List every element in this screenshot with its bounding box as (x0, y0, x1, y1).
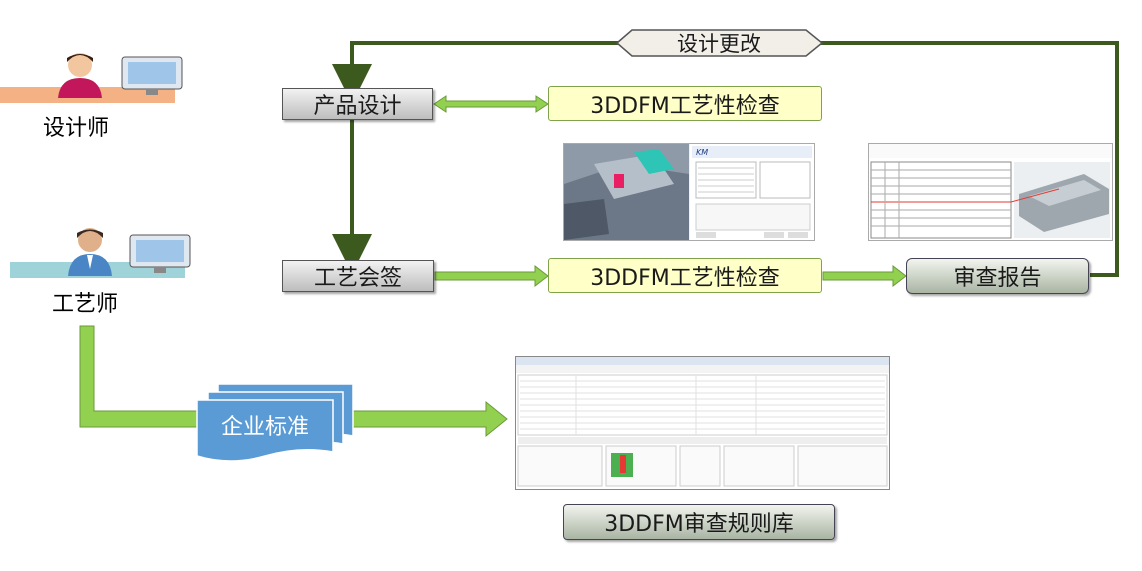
review-report-screenshot (868, 143, 1113, 241)
enterprise-standard-label: 企业标准 (220, 415, 309, 440)
rule-library-screenshot (515, 356, 890, 490)
designer-avatar-icon (58, 53, 102, 98)
dfm-check-top-node[interactable]: 3DDFM工艺性检查 (548, 86, 822, 121)
designer-label: 设计师 (43, 116, 110, 141)
svg-text:KM: KM (696, 148, 708, 157)
cad-model-image: KM (564, 144, 814, 240)
engineer-avatar-icon (68, 228, 112, 276)
product-design-node[interactable]: 产品设计 (282, 88, 433, 120)
rule-library-window-image (516, 357, 889, 487)
engineer-monitor-icon (129, 234, 191, 273)
report-document-image (869, 144, 1112, 239)
rule-library-node[interactable]: 3DDFM审查规则库 (563, 504, 835, 540)
dfm-check-bottom-node[interactable]: 3DDFM工艺性检查 (548, 258, 822, 293)
process-signoff-node[interactable]: 工艺会签 (282, 260, 434, 292)
design-change-label: 设计更改 (677, 32, 761, 56)
design-change-tag (615, 29, 824, 57)
dfm-cad-screenshot: KM (563, 143, 815, 241)
signoff-to-dfm-arrow (434, 264, 549, 288)
enterprise-standard-document (196, 383, 354, 462)
design-change-loop-line (332, 41, 1119, 277)
designer-monitor-icon (121, 56, 183, 95)
process-engineer-label: 工艺师 (52, 292, 119, 317)
review-report-node[interactable]: 审查报告 (906, 258, 1089, 294)
design-dfm-double-arrow (433, 95, 549, 113)
dfm-to-report-arrow (822, 264, 907, 288)
